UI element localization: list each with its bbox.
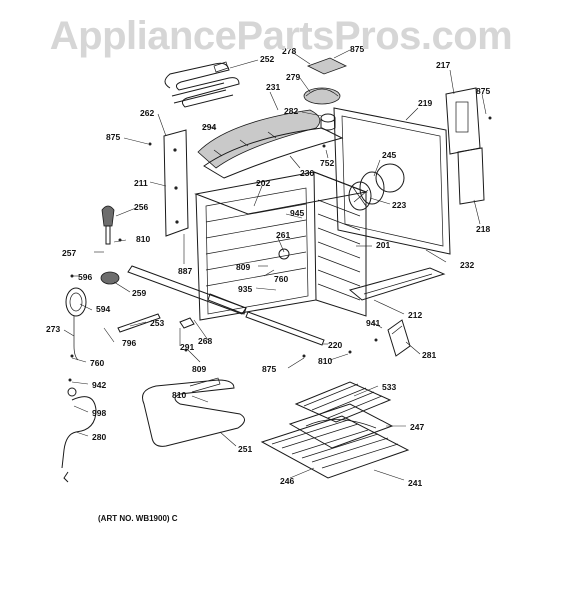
broil-element-252	[164, 61, 240, 108]
rack-246	[260, 415, 410, 479]
label-231: 231	[266, 82, 280, 92]
cover-279	[303, 87, 341, 105]
label-246: 246	[280, 476, 294, 486]
label-810: 810	[136, 234, 150, 244]
label-219: 219	[418, 98, 432, 108]
label-281: 281	[422, 350, 436, 360]
label-282: 282	[284, 106, 298, 116]
label-256: 256	[134, 202, 148, 212]
trim-strip-220	[245, 311, 325, 346]
label-941: 941	[366, 318, 380, 328]
label-594: 594	[96, 304, 110, 314]
label-533: 533	[382, 382, 396, 392]
bottom-panel-212	[348, 267, 446, 301]
label-809: 809	[192, 364, 206, 374]
label-294: 294	[202, 122, 216, 132]
sensor-280	[61, 387, 97, 483]
leader-lines	[63, 49, 487, 481]
label-268: 268	[198, 336, 212, 346]
probe-594	[65, 287, 87, 317]
label-218: 218	[476, 224, 490, 234]
label-935: 935	[238, 284, 252, 294]
oven-cavity-201	[194, 171, 368, 321]
top-wrapper-231	[197, 109, 344, 179]
label-280: 280	[92, 432, 106, 442]
label-942: 942	[92, 380, 106, 390]
rod-253	[117, 313, 161, 333]
screws	[68, 116, 492, 382]
label-261: 261	[276, 230, 290, 240]
label-760: 760	[90, 358, 104, 368]
bake-element-251	[142, 377, 245, 447]
label-247: 247	[410, 422, 424, 432]
label-278: 278	[282, 46, 296, 56]
label-223: 223	[392, 200, 406, 210]
label-201: 201	[376, 240, 390, 250]
label-241: 241	[408, 478, 422, 488]
cover-218	[457, 147, 485, 205]
label-257: 257	[62, 248, 76, 258]
label-253: 253	[150, 318, 164, 328]
label-202: 202	[256, 178, 270, 188]
label-245: 245	[382, 150, 396, 160]
label-810: 810	[318, 356, 332, 366]
label-887: 887	[178, 266, 192, 276]
label-262: 262	[140, 108, 154, 118]
label-796: 796	[122, 338, 136, 348]
label-998: 998	[92, 408, 106, 418]
label-212: 212	[408, 310, 422, 320]
label-217: 217	[436, 60, 450, 70]
knob-256	[101, 205, 115, 245]
label-809: 809	[236, 262, 250, 272]
rear-cover-217	[445, 87, 481, 155]
wire-273	[73, 316, 79, 361]
label-220: 220	[328, 340, 342, 350]
cap-282	[320, 113, 336, 131]
label-875: 875	[476, 86, 490, 96]
art-number-caption: (ART NO. WB1900) C	[98, 514, 178, 523]
label-945: 945	[290, 208, 304, 218]
label-875: 875	[350, 44, 364, 54]
label-259: 259	[132, 288, 146, 298]
label-230: 230	[300, 168, 314, 178]
label-252: 252	[260, 54, 274, 64]
label-875: 875	[106, 132, 120, 142]
label-875: 875	[262, 364, 276, 374]
trim-strip-268	[127, 265, 247, 315]
knob-259	[100, 271, 120, 285]
label-251: 251	[238, 444, 252, 454]
back-panel-219	[333, 107, 451, 255]
label-291: 291	[180, 342, 194, 352]
label-279: 279	[286, 72, 300, 82]
label-273: 273	[46, 324, 60, 334]
label-752: 752	[320, 158, 334, 168]
label-810: 810	[172, 390, 186, 400]
label-760: 760	[274, 274, 288, 284]
label-232: 232	[460, 260, 474, 270]
label-211: 211	[134, 178, 148, 188]
rack-533	[294, 381, 392, 423]
clip-291	[179, 317, 195, 329]
label-596: 596	[78, 272, 92, 282]
bracket-278	[306, 57, 348, 75]
side-panel-262	[163, 129, 189, 237]
part-labels: 252 278 875 217 279 875 231 219 282 294 …	[46, 44, 490, 488]
hinge-281	[387, 319, 411, 357]
